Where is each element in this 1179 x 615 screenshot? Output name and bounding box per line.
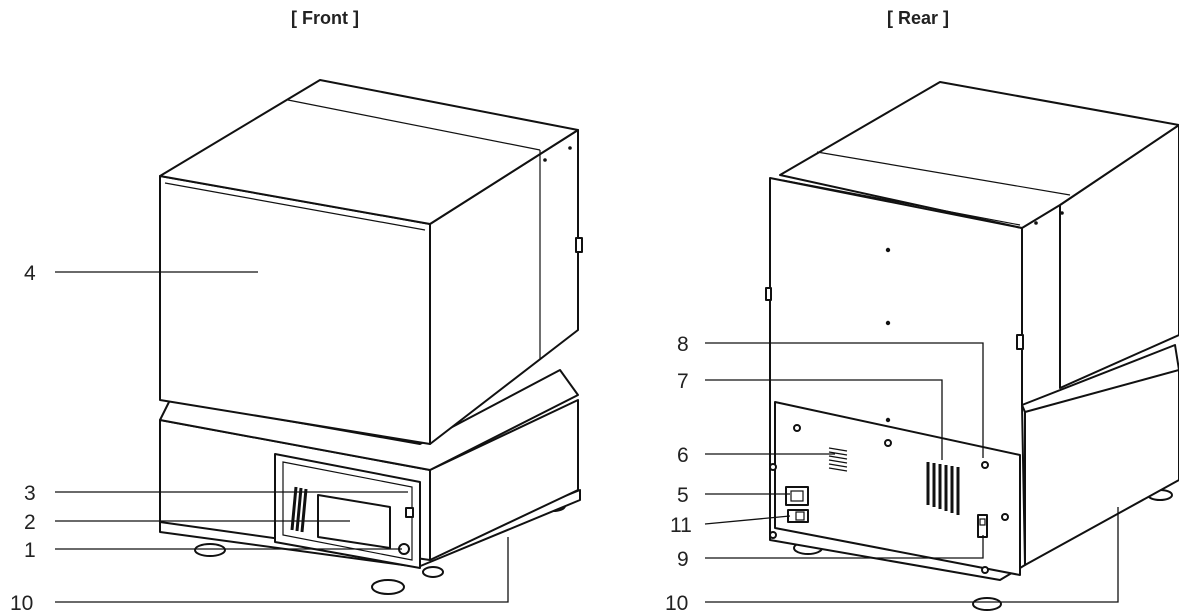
front-view-device-icon [159,79,583,595]
callout-6: 6 [677,444,689,467]
callout-7: 7 [677,370,689,393]
callout-2: 2 [24,511,36,534]
callout-4: 4 [24,262,36,285]
callout-8: 8 [677,333,689,356]
callout-11: 11 [670,514,692,537]
callout-5: 5 [677,484,689,507]
callout-9: 9 [677,548,689,571]
callout-10-front: 10 [10,592,33,615]
front-view-title: [ Front ] [291,8,359,28]
callout-1: 1 [24,539,36,562]
callout-3: 3 [24,482,36,505]
rear-view-title: [ Rear ] [886,8,949,28]
rear-view-device-icon [765,81,1179,611]
callout-10-rear: 10 [665,592,688,615]
